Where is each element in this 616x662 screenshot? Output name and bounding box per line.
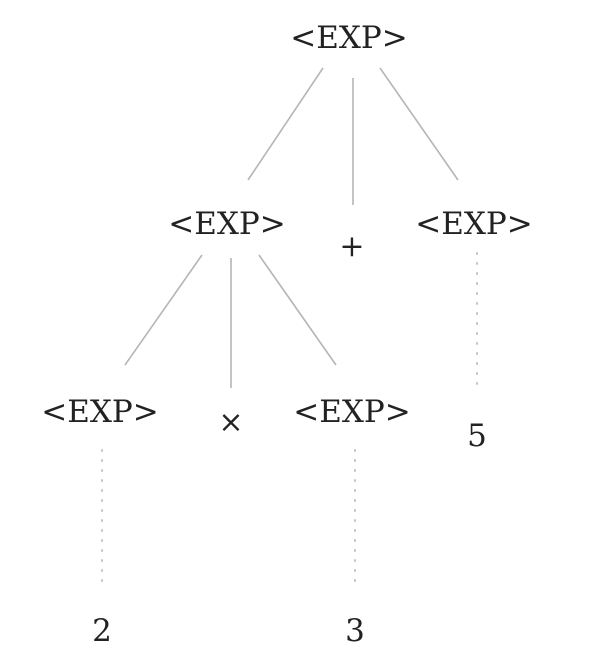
edge-root-to-left-exp [247, 67, 324, 181]
leaf-5: 5 [467, 418, 487, 454]
leaf-3: 3 [345, 613, 365, 649]
operator-times: × [218, 405, 243, 440]
leaf-2: 2 [92, 613, 112, 649]
edge-left-exp-to-lr-exp [258, 254, 337, 366]
edge-root-to-right-exp [379, 67, 459, 181]
node-left-exp: <EXP> [168, 206, 286, 242]
operator-plus: + [339, 229, 364, 264]
edge-left-exp-to-ll-exp [124, 254, 203, 366]
node-root-exp: <EXP> [290, 20, 408, 56]
node-left-right-exp: <EXP> [293, 394, 411, 430]
node-right-exp: <EXP> [415, 206, 533, 242]
node-left-left-exp: <EXP> [41, 394, 159, 430]
